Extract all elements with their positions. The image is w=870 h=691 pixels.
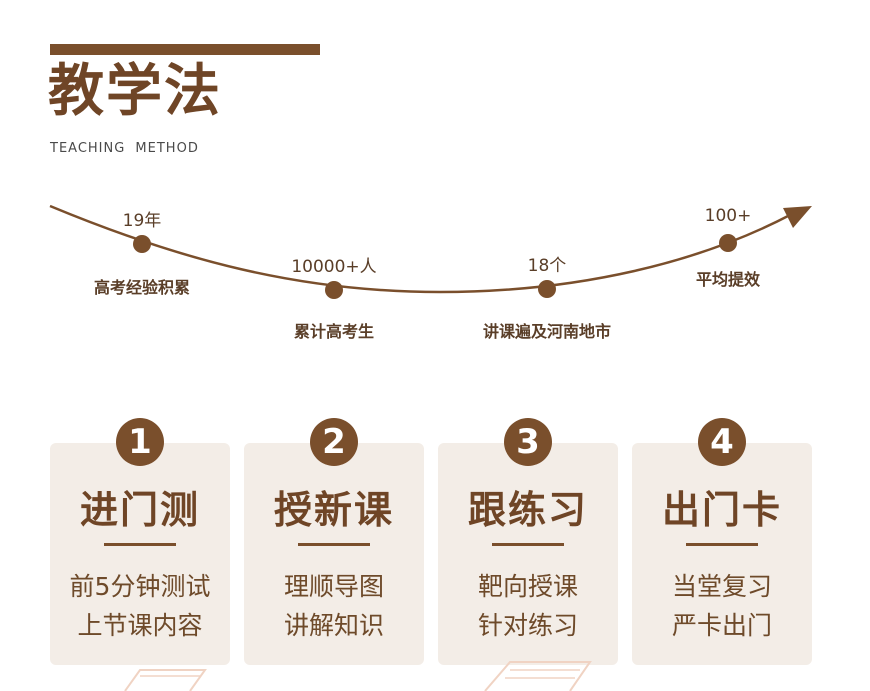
step-title: 授新课 [273,488,394,532]
step-line: 讲解知识 [283,611,384,640]
step-line: 针对练习 [477,611,578,640]
timeline-desc: 讲课遍及河南地市 [482,322,612,341]
timeline-dot [325,281,343,299]
timeline-desc: 高考经验积累 [93,278,191,297]
timeline-dot [133,235,151,253]
timeline-value: 19年 [122,211,162,231]
step-card-2: 授新课 理顺导图 讲解知识 [244,443,424,665]
page-title: 教学法 [48,59,222,124]
header-accent-bar [50,44,320,55]
step-line: 上节课内容 [77,611,203,640]
step-card-4: 出门卡 当堂复习 严卡出门 [632,443,812,665]
step-number-badge: 2 [310,418,358,466]
page-subtitle: TEACHING METHOD [50,141,199,156]
step-line: 理顺导图 [283,572,384,601]
step-line: 当堂复习 [671,572,772,601]
step-divider [492,543,564,546]
step-number-badge: 4 [698,418,746,466]
timeline-arrowhead-icon [783,206,812,228]
step-divider [686,543,758,546]
timeline-dot [538,280,556,298]
step-title: 出门卡 [661,488,782,532]
step-line: 前5分钟测试 [69,572,211,601]
timeline-desc: 平均提效 [695,270,761,289]
timeline-value: 10000+人 [291,257,377,277]
decorative-book-icon [484,661,592,691]
step-card-1: 进门测 前5分钟测试 上节课内容 [50,443,230,665]
timeline-desc: 累计高考生 [293,322,375,341]
step-divider [298,543,370,546]
step-title: 进门测 [79,488,200,532]
step-divider [104,543,176,546]
step-line: 靶向授课 [477,572,578,601]
timeline-value: 100+ [704,206,752,226]
step-line: 严卡出门 [671,611,772,640]
step-title: 跟练习 [467,488,588,532]
step-card-3: 跟练习 靶向授课 针对练习 [438,443,618,665]
timeline-path [49,204,791,294]
step-number-badge: 3 [504,418,552,466]
decorative-book-icon [124,669,207,691]
timeline-value: 18个 [527,256,567,276]
step-number-badge: 1 [116,418,164,466]
timeline-dot [719,234,737,252]
